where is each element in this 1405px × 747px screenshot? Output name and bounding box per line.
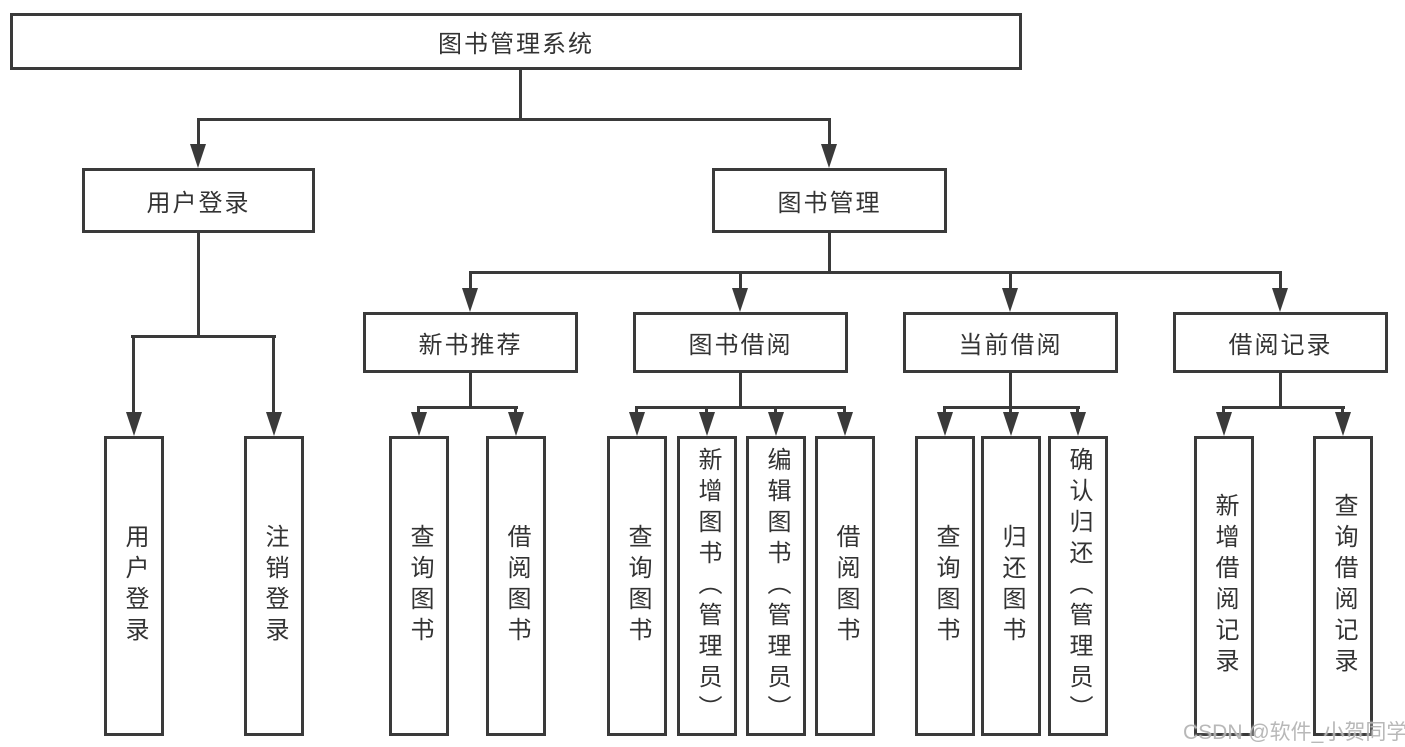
connector <box>1222 406 1345 409</box>
leaf-label: 查询图书 <box>406 524 433 648</box>
connector <box>1009 373 1012 408</box>
arrowhead <box>1216 412 1232 436</box>
node-label: 图书借阅 <box>688 332 793 359</box>
arrowhead <box>629 412 645 436</box>
connector <box>197 118 200 148</box>
leaf-edit-book-admin: 编辑图书（管理员） <box>746 436 806 736</box>
arrowhead <box>732 288 748 312</box>
node-label: 图书管理系统 <box>438 31 594 58</box>
node-user-login: 用户登录 <box>82 168 315 233</box>
arrowhead <box>699 412 715 436</box>
connector <box>739 271 742 292</box>
arrowhead <box>837 412 853 436</box>
connector <box>774 406 777 414</box>
connector <box>514 406 517 414</box>
arrowhead <box>1272 288 1288 312</box>
leaf-return-book: 归还图书 <box>981 436 1041 736</box>
node-root: 图书管理系统 <box>10 13 1022 70</box>
leaf-label: 查询借阅记录 <box>1330 493 1357 679</box>
arrowhead <box>508 412 524 436</box>
arrowhead <box>126 412 142 436</box>
leaf-query-books-recommend: 查询图书 <box>389 436 449 736</box>
connector <box>197 118 831 121</box>
arrowhead <box>462 288 478 312</box>
connector <box>469 271 472 292</box>
leaf-label: 查询图书 <box>932 524 959 648</box>
leaf-confirm-return-admin: 确认归还（管理员） <box>1048 436 1108 736</box>
leaf-label: 借阅图书 <box>503 524 530 648</box>
connector <box>739 373 742 408</box>
connector <box>1222 406 1225 414</box>
node-label: 当前借阅 <box>958 332 1063 359</box>
connector <box>519 70 522 121</box>
leaf-add-book-admin: 新增图书（管理员） <box>677 436 737 736</box>
connector <box>1341 406 1344 414</box>
node-label: 图书管理 <box>777 190 882 217</box>
connector <box>197 233 200 338</box>
connector <box>272 335 275 415</box>
leaf-query-borrow-record: 查询借阅记录 <box>1313 436 1373 736</box>
leaf-query-books-current: 查询图书 <box>915 436 975 736</box>
arrowhead <box>768 412 784 436</box>
leaf-label: 新增图书（管理员） <box>694 446 721 726</box>
leaf-label: 借阅图书 <box>832 524 859 648</box>
leaf-user-login: 用户登录 <box>104 436 164 736</box>
leaf-label: 编辑图书（管理员） <box>763 446 790 726</box>
leaf-label: 确认归还（管理员） <box>1065 446 1092 726</box>
leaf-label: 用户登录 <box>121 524 148 648</box>
leaf-query-books-borrow: 查询图书 <box>607 436 667 736</box>
connector <box>635 406 638 414</box>
arrowhead <box>411 412 427 436</box>
connector <box>1076 406 1079 414</box>
connector <box>1279 271 1282 292</box>
arrowhead <box>1070 412 1086 436</box>
connector <box>705 406 708 414</box>
connector <box>1279 373 1282 408</box>
connector <box>469 373 472 408</box>
arrowhead <box>1002 288 1018 312</box>
connector <box>943 406 946 414</box>
connector <box>1009 406 1012 414</box>
arrowhead <box>266 412 282 436</box>
node-book-management: 图书管理 <box>712 168 947 233</box>
node-borrow-records: 借阅记录 <box>1173 312 1388 373</box>
leaf-logout: 注销登录 <box>244 436 304 736</box>
leaf-label: 归还图书 <box>998 524 1025 648</box>
arrowhead <box>937 412 953 436</box>
leaf-label: 注销登录 <box>261 524 288 648</box>
node-label: 新书推荐 <box>418 332 523 359</box>
connector <box>828 233 831 274</box>
node-current-borrow: 当前借阅 <box>903 312 1118 373</box>
arrowhead <box>1335 412 1351 436</box>
leaf-add-borrow-record: 新增借阅记录 <box>1194 436 1254 736</box>
connector <box>843 406 846 414</box>
leaf-borrow-books: 借阅图书 <box>815 436 875 736</box>
connector <box>417 406 518 409</box>
leaf-label: 查询图书 <box>624 524 651 648</box>
arrowhead <box>1003 412 1019 436</box>
node-label: 用户登录 <box>146 190 251 217</box>
watermark: CSDN @软件_小贺同学 <box>1183 721 1405 744</box>
arrowhead <box>190 144 206 168</box>
node-label: 借阅记录 <box>1228 332 1333 359</box>
node-book-borrow: 图书借阅 <box>633 312 848 373</box>
connector <box>132 335 135 415</box>
node-new-book-recommend: 新书推荐 <box>363 312 578 373</box>
connector <box>131 335 276 338</box>
connector <box>469 271 1282 274</box>
connector <box>635 406 846 409</box>
arrowhead <box>821 144 837 168</box>
connector <box>828 118 831 148</box>
leaf-label: 新增借阅记录 <box>1211 493 1238 679</box>
connector <box>417 406 420 414</box>
connector <box>1009 271 1012 292</box>
leaf-borrow-books-recommend: 借阅图书 <box>486 436 546 736</box>
